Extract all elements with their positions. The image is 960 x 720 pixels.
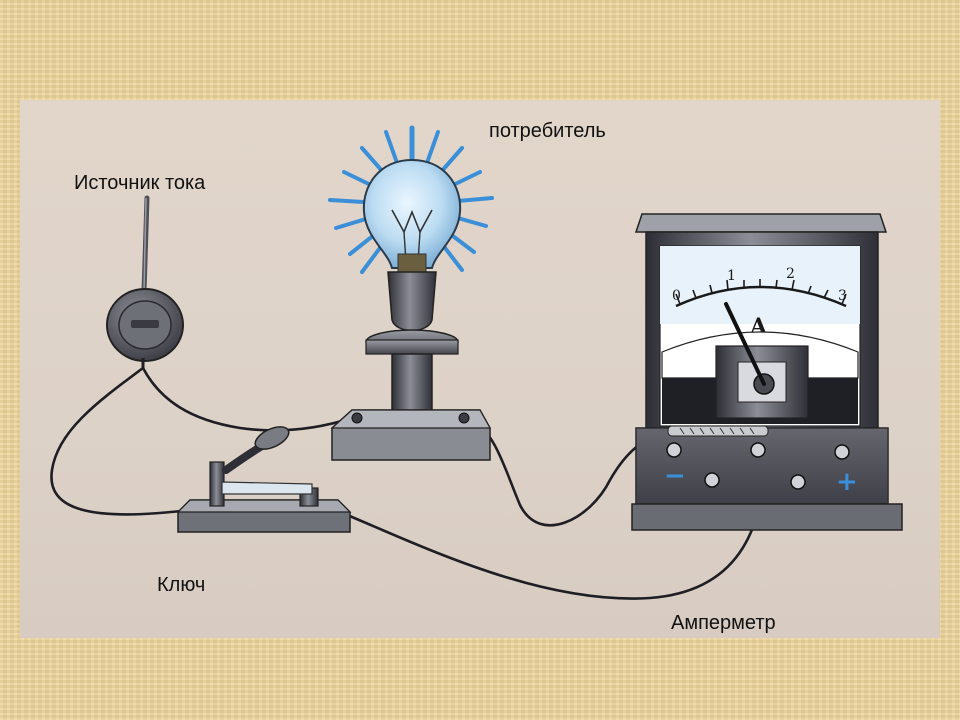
wire-source-to-switch	[50, 366, 192, 516]
label-switch: Ключ	[157, 574, 206, 596]
switch-handle	[254, 426, 290, 450]
ammeter-tick-0: 0	[672, 288, 681, 304]
ammeter-minus-sign: −	[664, 461, 686, 491]
ammeter-tick-3: 3	[838, 288, 847, 304]
lamp	[328, 125, 494, 461]
wire-source-to-lamp	[141, 366, 354, 432]
ammeter-terminal-1	[666, 442, 682, 458]
current-source	[106, 195, 184, 370]
ammeter-terminal-4	[704, 472, 720, 488]
ammeter-needle	[724, 302, 766, 386]
label-ammeter: Амперметр	[671, 612, 776, 634]
ammeter-plus-sign: +	[836, 467, 858, 497]
switch	[176, 426, 352, 533]
ammeter: 0 1 2 3 A − +	[631, 213, 903, 531]
label-consumer: потребитель	[489, 120, 606, 142]
ammeter-tick-2: 2	[786, 266, 795, 282]
lamp-socket	[387, 271, 437, 332]
ammeter-tick-1: 1	[727, 268, 736, 284]
switch-blade	[221, 481, 313, 495]
ammeter-terminal-3	[834, 444, 850, 460]
ammeter-terminal-5	[790, 474, 806, 490]
ammeter-terminal-2	[750, 442, 766, 458]
label-current-source: Источник тока	[74, 172, 206, 194]
